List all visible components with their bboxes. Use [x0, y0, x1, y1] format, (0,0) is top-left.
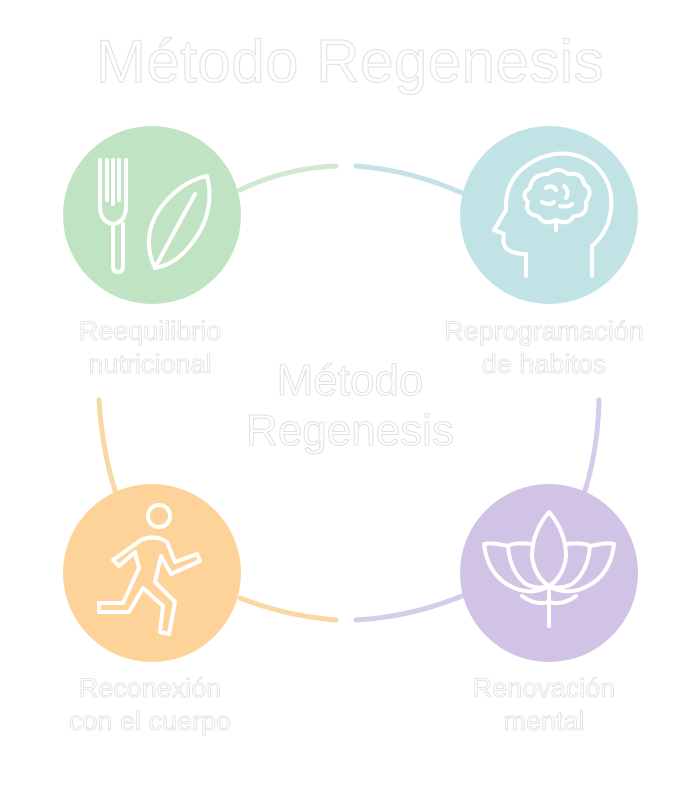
label-renovacion: Renovación mental	[472, 673, 616, 737]
fork-leaf-icon	[98, 158, 212, 274]
label-reprogramacion: Reprogramación de habitos	[444, 316, 644, 380]
connector-purple-bottom	[353, 593, 465, 623]
node-reequilibrio	[63, 126, 241, 304]
runner-icon	[97, 503, 202, 636]
center-title: Método Regenesis	[246, 356, 455, 456]
connector-teal	[353, 163, 465, 196]
node-renovacion	[460, 484, 638, 662]
connector-green	[237, 163, 339, 193]
page-title: Método Regenesis	[95, 27, 605, 95]
connector-orange-top	[96, 397, 119, 497]
node-reprogramacion	[460, 126, 638, 304]
label-reequilibrio: Reequilibrio nutricional	[78, 316, 222, 380]
head-brain-icon	[492, 151, 614, 278]
connector-orange-bottom	[237, 595, 339, 623]
connector-purple-top	[581, 397, 602, 497]
node-reconexion	[63, 484, 241, 662]
label-reconexion: Reconexión con el cuerpo	[68, 673, 232, 737]
lotus-icon	[482, 510, 616, 628]
